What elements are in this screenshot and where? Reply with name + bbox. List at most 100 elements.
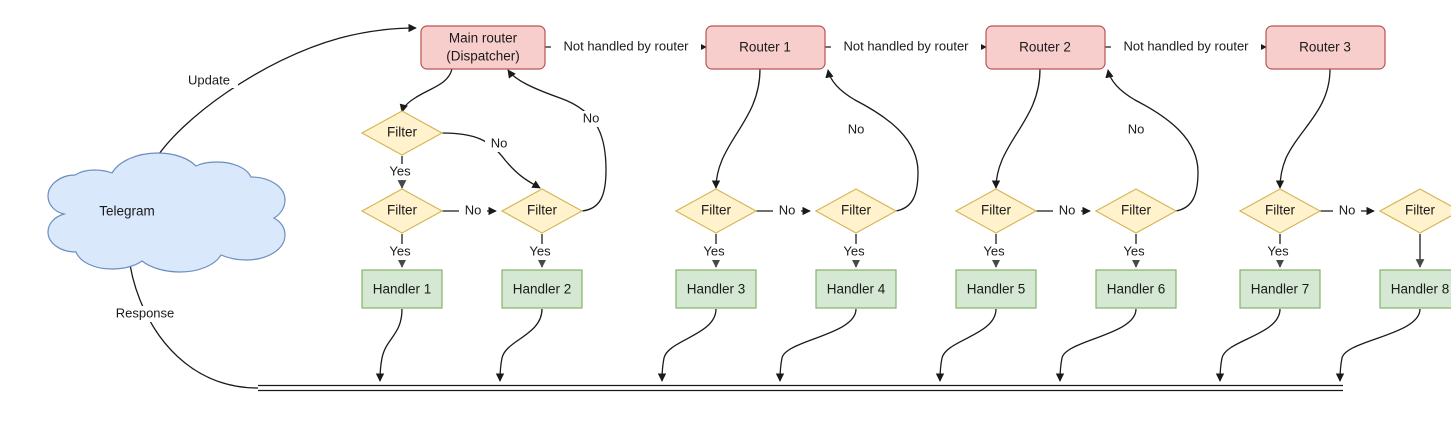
handler-5-label: Handler 5	[967, 282, 1026, 297]
label-no-r3-a-group: No	[1333, 202, 1361, 219]
label-yes-5-group: Yes	[837, 243, 871, 260]
label-yes-1: Yes	[389, 163, 411, 178]
edge-h1-to-bus	[375, 308, 403, 382]
label-no-main-b: No	[465, 202, 482, 217]
label-yes-1-group: Yes	[383, 163, 417, 180]
handler-7-label: Handler 7	[1251, 282, 1310, 297]
label-not-handled-3-group: Not handled by router	[1111, 38, 1261, 55]
filter-4-label: Filter	[701, 203, 732, 218]
node-handler-1[interactable]: Handler 1	[361, 269, 443, 309]
node-filter-2[interactable]: Filter	[360, 188, 444, 234]
label-not-handled-2-group: Not handled by router	[831, 38, 981, 55]
label-no-r1-a-group: No	[773, 202, 801, 219]
node-handler-6[interactable]: Handler 6	[1095, 269, 1177, 309]
filter-7-diamond	[1094, 188, 1178, 234]
label-response-group: Response	[107, 305, 183, 322]
label-yes-7: Yes	[1123, 243, 1145, 258]
handler-3-label: Handler 3	[687, 282, 746, 297]
filter-8-diamond	[1238, 188, 1322, 234]
node-filter-3[interactable]: Filter	[500, 188, 584, 234]
router-main-label-line1: Main router	[449, 31, 518, 46]
edge-h8-to-bus	[1335, 308, 1421, 382]
handler-1-box	[361, 269, 443, 309]
node-router-1[interactable]: Router 1	[705, 25, 826, 70]
node-filter-8[interactable]: Filter	[1238, 188, 1322, 234]
edge-r2-to-f6	[991, 68, 1041, 189]
label-yes-2-group: Yes	[383, 243, 417, 260]
router-2-label: Router 2	[1019, 40, 1071, 55]
edge-f5-no-r1	[825, 69, 919, 212]
label-no-r3-a: No	[1339, 202, 1356, 217]
label-no-r2-a-group: No	[1053, 202, 1081, 219]
node-handler-5[interactable]: Handler 5	[955, 269, 1037, 309]
router-1-label: Router 1	[739, 40, 791, 55]
label-no-main-c-group: No	[577, 110, 605, 127]
label-not-handled-3: Not handled by router	[1123, 38, 1249, 53]
handler-3-box	[675, 269, 757, 309]
node-filter-6[interactable]: Filter	[954, 188, 1038, 234]
filter-6-label: Filter	[981, 203, 1012, 218]
edge-f3-no-main	[507, 69, 607, 212]
label-no-main-c: No	[583, 110, 600, 125]
edge-h5-to-bus	[935, 308, 997, 382]
label-not-handled-1-group: Not handled by router	[551, 38, 701, 55]
label-no-r1-b-group: No	[842, 121, 870, 138]
label-yes-2: Yes	[389, 243, 411, 258]
filter-3-label: Filter	[527, 203, 558, 218]
label-no-r1-b: No	[848, 121, 865, 136]
node-router-main[interactable]: Main router (Dispatcher)	[420, 25, 546, 70]
label-yes-4: Yes	[703, 243, 725, 258]
node-filter-1[interactable]: Filter	[360, 110, 444, 156]
label-yes-8-group: Yes	[1261, 243, 1295, 260]
node-filter-5[interactable]: Filter	[814, 188, 898, 234]
node-router-2[interactable]: Router 2	[985, 25, 1106, 70]
filter-3-diamond	[500, 188, 584, 234]
label-yes-6-group: Yes	[977, 243, 1011, 260]
edge-h4-to-bus	[775, 308, 857, 382]
filter-5-diamond	[814, 188, 898, 234]
edge-f7-no-r2	[1105, 69, 1199, 212]
filter-9-diamond	[1378, 188, 1451, 234]
handler-5-box	[955, 269, 1037, 309]
handler-2-box	[501, 269, 583, 309]
handler-2-label: Handler 2	[513, 282, 572, 297]
filter-7-label: Filter	[1121, 203, 1152, 218]
node-handler-7[interactable]: Handler 7	[1239, 269, 1321, 309]
label-yes-3-group: Yes	[523, 243, 557, 260]
label-yes-5: Yes	[843, 243, 865, 258]
label-no-main-b-group: No	[459, 202, 487, 219]
label-yes-6: Yes	[983, 243, 1005, 258]
label-yes-4-group: Yes	[697, 243, 731, 260]
node-router-3[interactable]: Router 3	[1265, 25, 1386, 70]
label-no-main-a-group: No	[485, 135, 513, 152]
telegram-cloud-node[interactable]: Telegram	[47, 152, 286, 273]
filter-6-diamond	[954, 188, 1038, 234]
node-filter-9[interactable]: Filter	[1378, 188, 1451, 234]
router-1-box	[705, 25, 826, 70]
node-filter-7[interactable]: Filter	[1094, 188, 1178, 234]
edge-f1-no-f3	[441, 132, 541, 189]
edge-h3-to-bus	[657, 308, 717, 382]
router-3-box	[1265, 25, 1386, 70]
node-handler-3[interactable]: Handler 3	[675, 269, 757, 309]
handler-4-box	[815, 269, 897, 309]
edge-h2-to-bus	[495, 308, 543, 382]
filter-9-label: Filter	[1405, 203, 1436, 218]
router-3-label: Router 3	[1299, 40, 1351, 55]
node-handler-8[interactable]: Handler 8	[1379, 269, 1451, 309]
node-handler-2[interactable]: Handler 2	[501, 269, 583, 309]
label-yes-8: Yes	[1267, 243, 1289, 258]
router-main-label-line2: (Dispatcher)	[446, 49, 520, 64]
router-2-box	[985, 25, 1106, 70]
cloud-icon	[47, 152, 286, 273]
router-main-box	[420, 25, 546, 70]
filter-1-diamond	[360, 110, 444, 156]
node-handler-4[interactable]: Handler 4	[815, 269, 897, 309]
label-no-r2-a: No	[1059, 202, 1076, 217]
edge-update	[154, 23, 417, 161]
handler-7-box	[1239, 269, 1321, 309]
label-response: Response	[116, 305, 175, 320]
node-filter-4[interactable]: Filter	[674, 188, 758, 234]
